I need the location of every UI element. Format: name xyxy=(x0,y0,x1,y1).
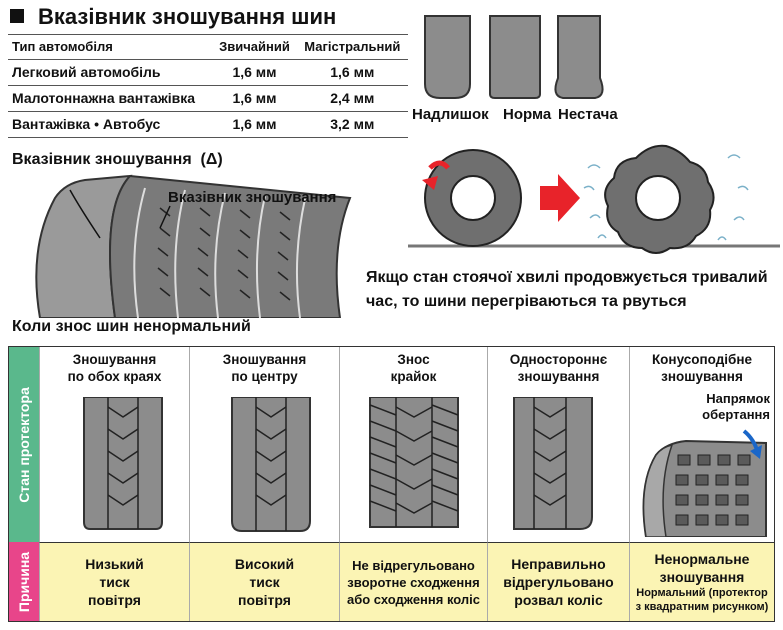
tire-tread xyxy=(109,174,352,318)
table-cell: 2,4 мм xyxy=(296,85,408,112)
abnormal-wear-grid: Стан протектора Причина Зношування по об… xyxy=(8,346,775,622)
table-cell: 1,6 мм xyxy=(212,85,297,112)
table-cell: 1,6 мм xyxy=(212,111,297,138)
table-header-cell: Звичайний xyxy=(212,34,297,60)
table-row: Малотоннажна вантажівка 1,6 мм 2,4 мм xyxy=(8,85,408,112)
cause-center: Високий тиск повітря xyxy=(189,542,339,621)
wear-cell-heel-toe: Конусоподібне зношування Напрямок оберта… xyxy=(629,347,774,542)
pressure-label-over: Надлишок xyxy=(412,106,489,123)
page-title-text: Вказівник зношування шин xyxy=(38,4,337,29)
wear-title: Зношування по обох краях xyxy=(67,352,162,384)
tread-center-icon xyxy=(231,397,311,532)
wear-cell-one-side: Одностороннє зношування xyxy=(487,347,629,542)
tread-both-edges-icon xyxy=(83,397,163,530)
pressure-tires-illustration xyxy=(424,15,604,99)
wear-title: Одностороннє зношування xyxy=(509,352,608,384)
table-cell: 1,6 мм xyxy=(212,59,297,86)
wear-cell-feathering: Знос крайок xyxy=(339,347,487,542)
abnormal-wear-heading: Коли знос шин ненормальний xyxy=(12,318,251,335)
red-arrow-icon xyxy=(540,174,580,222)
table-cell: Малотоннажна вантажівка xyxy=(8,85,213,112)
page-title: Вказівник зношування шин xyxy=(10,4,336,30)
cause-feathering: Не відрегульовано зворотне сходження або… xyxy=(339,542,487,621)
table-row: Вантажівка • Автобус 1,6 мм 3,2 мм xyxy=(8,111,408,138)
heat-spray-icon xyxy=(583,154,749,241)
table-cell: Легковий автомобіль xyxy=(8,59,213,86)
pressure-label-under: Нестача xyxy=(558,106,618,123)
standing-wave-illustration xyxy=(408,144,780,254)
tread-one-side-icon xyxy=(513,397,593,530)
wear-title: Конусоподібне зношування xyxy=(651,352,753,384)
row-label-cause: Причина xyxy=(9,542,39,621)
pressure-label-normal: Норма xyxy=(503,106,552,123)
table-cell: Вантажівка • Автобус xyxy=(8,111,213,138)
table-header-row: Тип автомобіля Звичайний Магістральний xyxy=(8,34,408,60)
table-header-cell: Тип автомобіля xyxy=(8,34,213,60)
wear-indicator-callout: Вказівник зношування xyxy=(168,189,337,206)
row-label-tread: Стан протектора xyxy=(9,347,39,542)
table-row: Легковий автомобіль 1,6 мм 1,6 мм xyxy=(8,59,408,86)
table-cell: 1,6 мм xyxy=(296,59,408,86)
table-header-cell: Магістральний xyxy=(296,34,408,60)
cause-one-side: Неправильно відрегульовано розвал коліс xyxy=(487,542,629,621)
wear-cell-both-edges: Зношування по обох краях xyxy=(39,347,189,542)
table-cell: 3,2 мм xyxy=(296,111,408,138)
wear-limit-table: Тип автомобіля Звичайний Магістральний Л… xyxy=(8,34,408,138)
wear-title: Знос крайок xyxy=(390,352,437,384)
tire-overinflated xyxy=(424,15,471,99)
wear-title: Зношування по центру xyxy=(222,352,307,384)
wear-cell-center: Зношування по центру xyxy=(189,347,339,542)
tire-normal xyxy=(489,15,541,99)
tire-underinflated xyxy=(554,15,604,99)
rotation-direction-label: Напрямок обертання xyxy=(702,391,770,422)
tread-heel-toe-icon xyxy=(642,429,767,537)
bullet-square-icon xyxy=(10,9,24,23)
cause-both-edges: Низький тиск повітря xyxy=(39,542,189,621)
standing-wave-text: Якщо стан стоячої хвилі продовжується тр… xyxy=(366,269,768,310)
tread-feathering-icon xyxy=(369,397,459,528)
wear-indicator-heading: Вказівник зношування (Δ) xyxy=(12,151,223,168)
tire-tread-illustration xyxy=(35,174,360,318)
cause-heel-toe: Ненормальне зношування Нормальний (проте… xyxy=(629,542,774,621)
